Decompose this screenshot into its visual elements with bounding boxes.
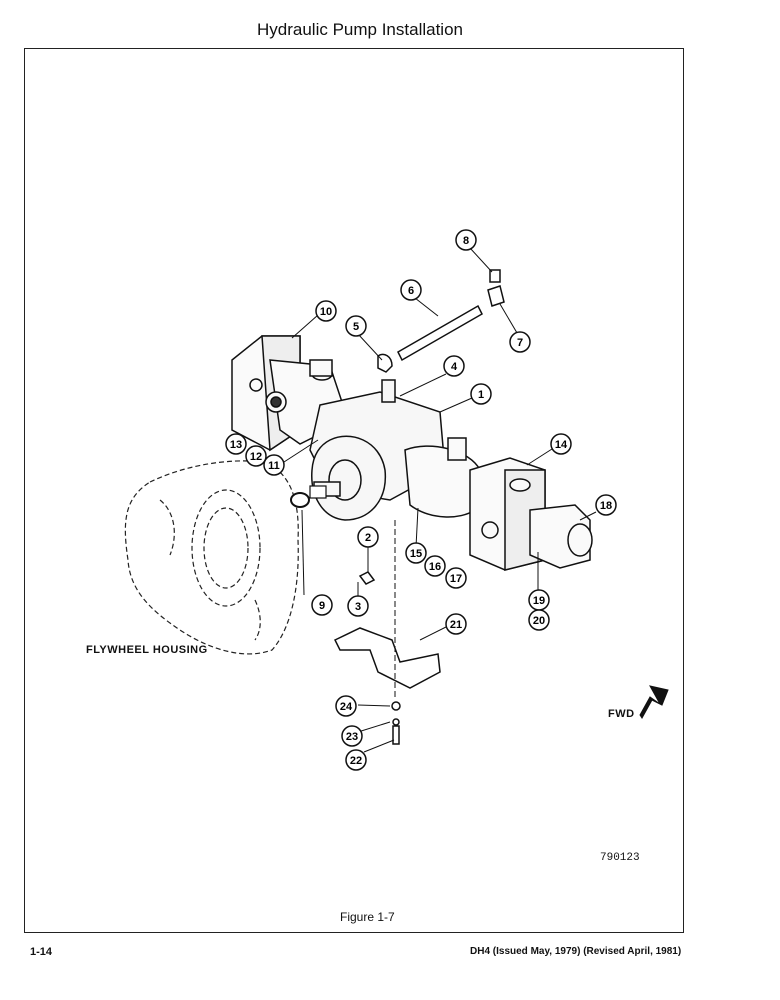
callout-5: 5 <box>345 315 367 337</box>
callout-label: 24 <box>340 701 353 713</box>
callout-label: 18 <box>600 500 612 512</box>
callout-label: 13 <box>230 439 242 451</box>
callout-label: 14 <box>555 439 568 451</box>
callout-2: 2 <box>357 526 379 548</box>
callout-14: 14 <box>550 433 572 455</box>
callout-9: 9 <box>311 594 333 616</box>
figure-caption: Figure 1-7 <box>340 910 395 924</box>
callout-4: 4 <box>443 355 465 377</box>
seal <box>290 492 310 508</box>
callout-8: 8 <box>455 229 477 251</box>
callout-24: 24 <box>335 695 357 717</box>
mount-bracket <box>333 571 441 745</box>
flywheel-housing-label: FLYWHEEL HOUSING <box>86 644 208 656</box>
tube-and-fittings <box>377 269 505 373</box>
callout-label: 19 <box>533 595 545 607</box>
callout-label: 15 <box>410 548 422 560</box>
callout-13: 13 <box>225 433 247 455</box>
callout-6: 6 <box>400 279 422 301</box>
callout-19: 19 <box>528 589 550 611</box>
callout-label: 20 <box>533 615 545 627</box>
drawing-id: 790123 <box>600 852 640 864</box>
callout-label: 21 <box>450 619 462 631</box>
fwd-label: FWD <box>608 708 635 720</box>
callout-label: 22 <box>350 755 362 767</box>
left-pump <box>231 335 349 452</box>
callout-17: 17 <box>445 567 467 589</box>
center-housing <box>309 379 446 521</box>
callout-label: 12 <box>250 451 262 463</box>
callout-21: 21 <box>445 613 467 635</box>
page-title: Hydraulic Pump Installation <box>257 20 463 39</box>
callout-label: 9 <box>319 600 325 612</box>
callout-22: 22 <box>345 749 367 771</box>
callout-label: 7 <box>517 337 523 349</box>
callout-12: 12 <box>245 445 267 467</box>
callout-label: 8 <box>463 235 469 247</box>
right-pump <box>404 437 593 571</box>
callout-10: 10 <box>315 300 337 322</box>
callout-label: 4 <box>451 361 458 373</box>
figure-frame <box>24 48 684 933</box>
revision-note: DH4 (Issued May, 1979) (Revised April, 1… <box>470 946 682 957</box>
callout-1: 1 <box>470 383 492 405</box>
callout-11: 11 <box>263 454 285 476</box>
pump-shaft <box>309 485 327 499</box>
callout-15: 15 <box>405 542 427 564</box>
callout-7: 7 <box>509 331 531 353</box>
callout-label: 2 <box>365 532 371 544</box>
callout-label: 5 <box>353 321 359 333</box>
callout-23: 23 <box>341 725 363 747</box>
callout-label: 16 <box>429 561 441 573</box>
callout-20: 20 <box>528 609 550 631</box>
callout-label: 23 <box>346 731 358 743</box>
callout-label: 10 <box>320 306 332 318</box>
callout-18: 18 <box>595 494 617 516</box>
callout-label: 3 <box>355 601 361 613</box>
callout-label: 6 <box>408 285 414 297</box>
page-number: 1-14 <box>30 946 53 958</box>
fwd-arrow-icon <box>639 685 669 719</box>
callout-label: 1 <box>478 389 484 401</box>
callout-16: 16 <box>424 555 446 577</box>
callout-label: 11 <box>268 460 280 472</box>
callout-label: 17 <box>450 573 462 585</box>
callout-3: 3 <box>347 595 369 617</box>
